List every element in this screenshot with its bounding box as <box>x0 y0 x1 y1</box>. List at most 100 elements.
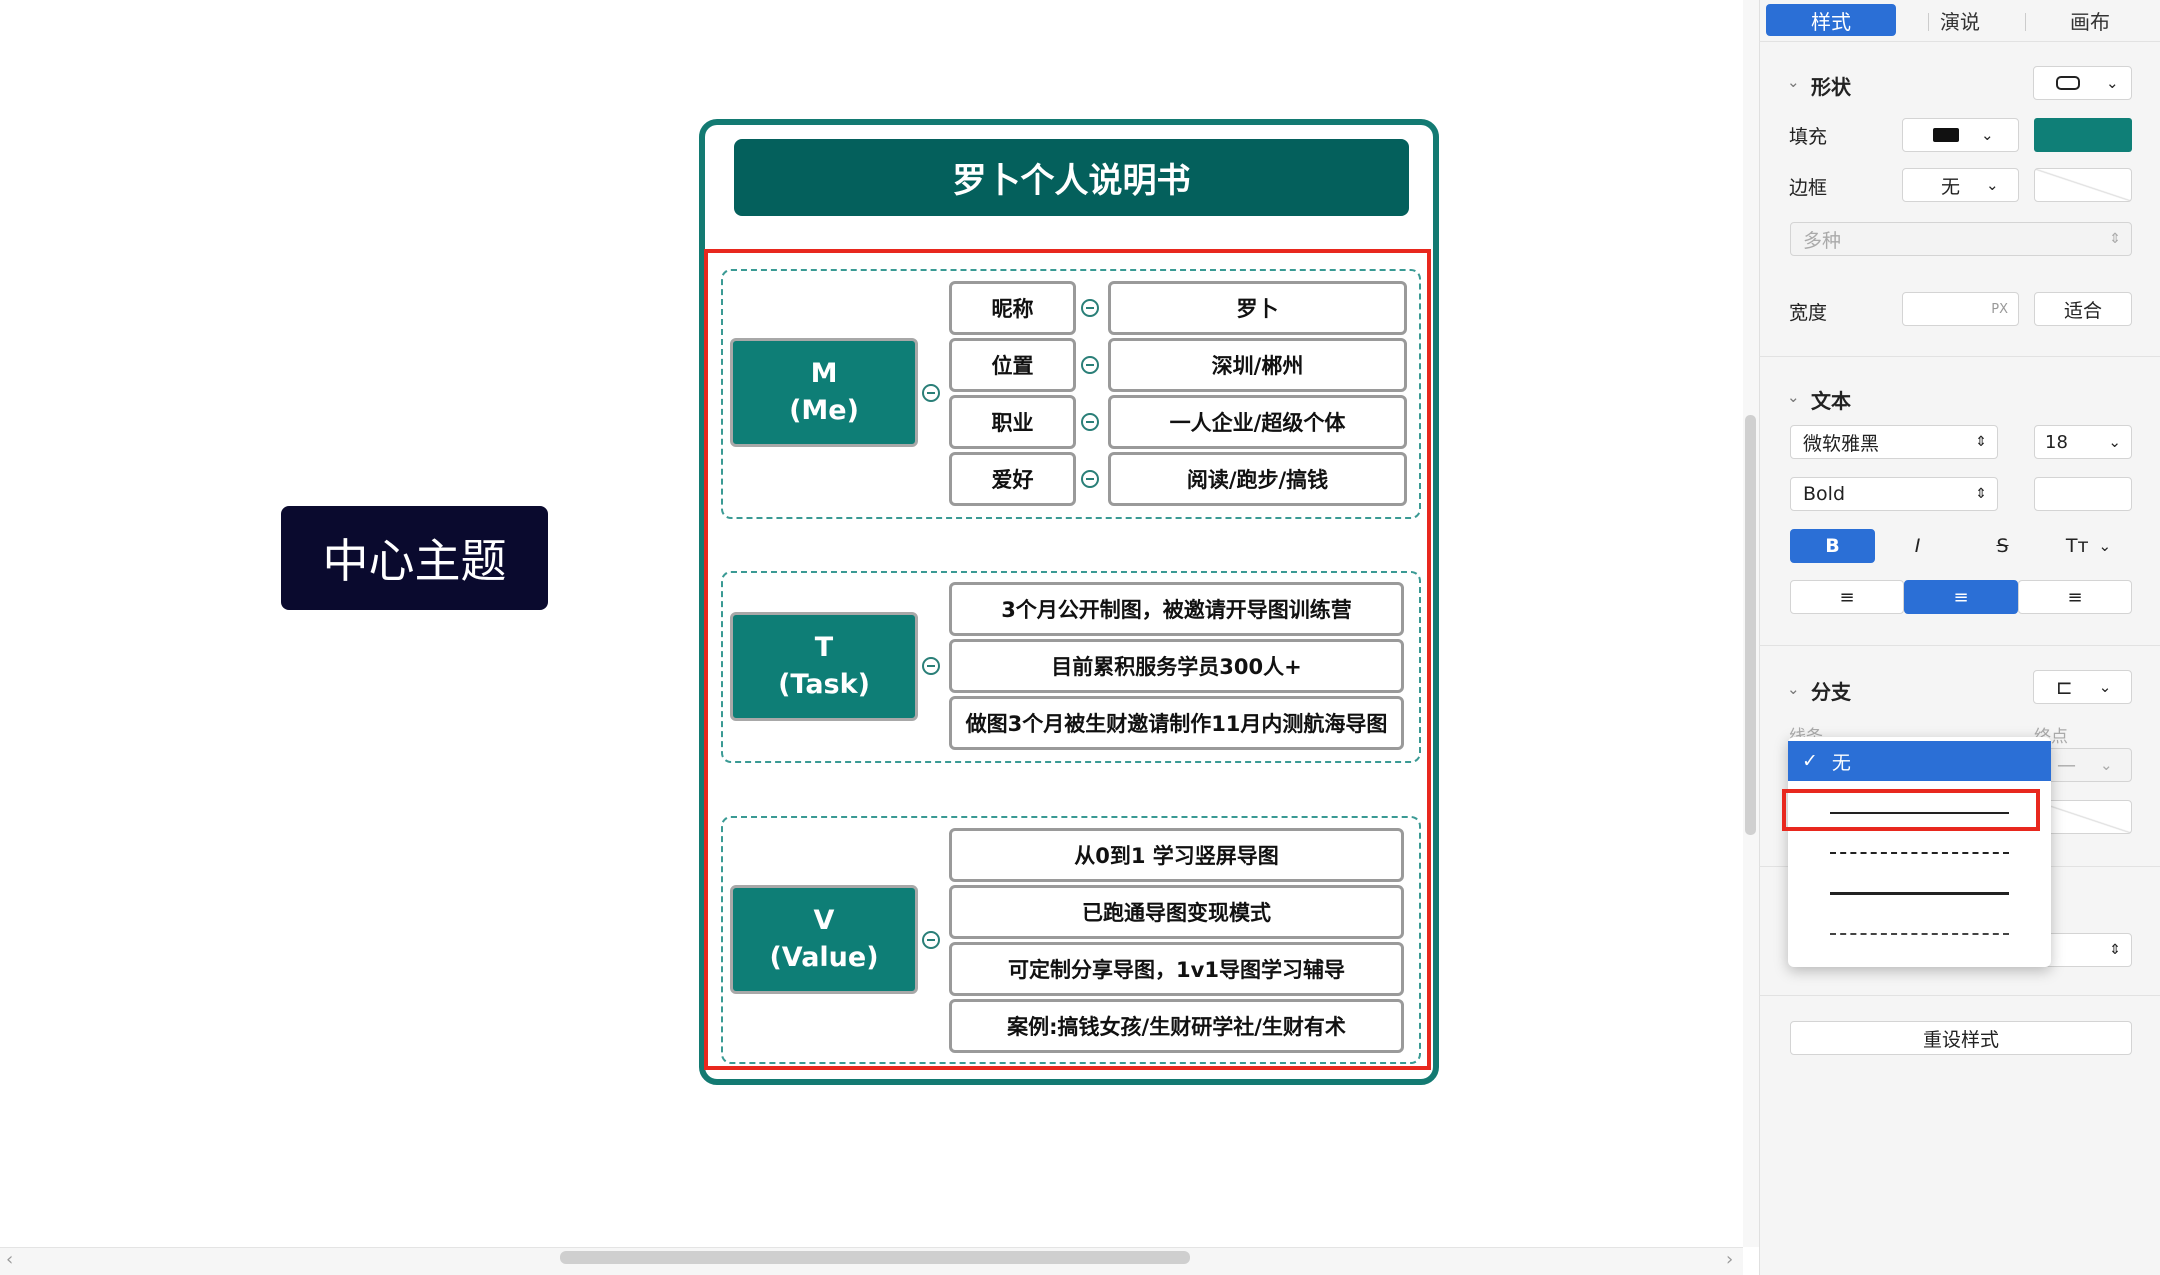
line-option-dashdot[interactable] <box>1788 914 2051 954</box>
section-m-subtitle: (Me) <box>789 394 859 426</box>
collapse-icon[interactable] <box>922 384 940 402</box>
section-m-title: M <box>810 358 838 390</box>
chevron-down-icon: ⌄ <box>2098 678 2112 696</box>
m-label-location[interactable]: 位置 <box>949 338 1076 392</box>
horizontal-scroll-thumb[interactable] <box>560 1251 1190 1264</box>
bold-button[interactable]: B <box>1790 529 1875 563</box>
reset-style-button[interactable]: 重设样式 <box>1790 1021 2132 1055</box>
collapse-icon[interactable] <box>1081 299 1099 317</box>
collapse-branch-icon[interactable]: ⌄ <box>1787 680 1800 698</box>
fit-button-label: 适合 <box>2063 299 2102 322</box>
text-color-swatch[interactable] <box>2034 477 2132 511</box>
solid-line-icon <box>1830 812 2009 814</box>
section-t-node[interactable]: T (Task) <box>730 612 918 721</box>
chevron-down-icon: ⌄ <box>2100 756 2113 774</box>
t-item-2[interactable]: 目前累积服务学员300人+ <box>949 639 1404 693</box>
width-input[interactable]: PX <box>1902 292 2019 326</box>
section-m-node[interactable]: M (Me) <box>730 338 918 447</box>
multi-select[interactable]: 多种 ⇕ <box>1790 222 2132 256</box>
font-family-select[interactable]: 微软雅黑 ⇕ <box>1790 425 1998 459</box>
t-item-3[interactable]: 做图3个月被生财邀请制作11月内测航海导图 <box>949 696 1404 750</box>
m-label-hobby[interactable]: 爱好 <box>949 452 1076 506</box>
updown-icon: ⇕ <box>2109 942 2121 958</box>
m-value-job[interactable]: 一人企业/超级个体 <box>1108 395 1407 449</box>
tab-canvas[interactable]: 画布 <box>2070 9 2110 34</box>
align-center-icon: ≡ <box>1953 586 1969 608</box>
strikethrough-icon: S <box>1996 535 2009 557</box>
border-color-swatch[interactable] <box>2034 168 2132 202</box>
text-case-button[interactable]: Tт ⌄ <box>2045 529 2132 563</box>
line-option-solid[interactable] <box>1788 791 2051 831</box>
shape-heading: 形状 <box>1811 75 1851 99</box>
center-topic[interactable]: 中心主题 <box>281 506 548 610</box>
section-v-node[interactable]: V (Value) <box>730 885 918 994</box>
thick-line-icon <box>1830 892 2009 895</box>
border-label: 边框 <box>1789 177 1828 199</box>
collapse-icon[interactable] <box>922 657 940 675</box>
text-case-icon: Tт <box>2065 535 2089 557</box>
collapse-icon[interactable] <box>1081 356 1099 374</box>
branch-connector-icon: ⊏ <box>2056 675 2073 699</box>
font-size-value: 18 <box>2045 431 2068 453</box>
t-item-1[interactable]: 3个月公开制图，被邀请开导图训练营 <box>949 582 1404 636</box>
m-label-job[interactable]: 职业 <box>949 395 1076 449</box>
v-item-4[interactable]: 案例:搞钱女孩/生财研学社/生财有术 <box>949 999 1404 1053</box>
font-size-select[interactable]: 18 ⌄ <box>2034 425 2132 459</box>
scroll-left-icon[interactable]: ‹ <box>6 1249 14 1270</box>
align-left-button[interactable]: ≡ <box>1790 580 1904 614</box>
scroll-right-icon[interactable]: › <box>1726 1249 1734 1270</box>
branch-style-select[interactable]: ⊏ ⌄ <box>2033 670 2132 704</box>
chevron-down-icon: ⌄ <box>2108 433 2121 451</box>
border-style-value: 无 <box>1941 175 1961 198</box>
v-item-2[interactable]: 已跑通导图变现模式 <box>949 885 1404 939</box>
collapse-shape-icon[interactable]: ⌄ <box>1787 73 1800 91</box>
width-unit: PX <box>1991 301 2008 317</box>
m-label-nickname[interactable]: 昵称 <box>949 281 1076 335</box>
line-option-dashed[interactable] <box>1788 832 2051 872</box>
tab-style[interactable]: 样式 <box>1766 4 1896 36</box>
shape-type-select[interactable]: ⌄ <box>2033 66 2132 100</box>
section-v-group <box>721 816 1421 1064</box>
border-style-select[interactable]: 无 ⌄ <box>1902 168 2019 202</box>
v-item-3[interactable]: 可定制分享导图，1v1导图学习辅导 <box>949 942 1404 996</box>
vertical-scroll-thumb[interactable] <box>1745 415 1756 835</box>
collapse-icon[interactable] <box>1081 413 1099 431</box>
fill-color-swatch[interactable] <box>2034 118 2132 152</box>
m-value-hobby[interactable]: 阅读/跑步/搞钱 <box>1108 452 1407 506</box>
align-center-button[interactable]: ≡ <box>1904 580 2018 614</box>
align-right-button[interactable]: ≡ <box>2018 580 2132 614</box>
font-family-value: 微软雅黑 <box>1803 432 1880 455</box>
tab-presentation[interactable]: 演说 <box>1940 9 1980 34</box>
strikethrough-button[interactable]: S <box>1960 529 2045 563</box>
m-value-nickname[interactable]: 罗卜 <box>1108 281 1407 335</box>
checkmark-icon: ✓ <box>1802 750 1818 772</box>
line-style-dropdown: ✓ 无 <box>1788 737 2051 967</box>
align-left-icon: ≡ <box>1839 586 1855 608</box>
card-title[interactable]: 罗卜个人说明书 <box>734 139 1409 216</box>
chevron-down-icon: ⌄ <box>2098 537 2112 555</box>
branch-heading: 分支 <box>1811 680 1851 704</box>
selection-highlight <box>704 249 1431 1070</box>
fill-label: 填充 <box>1789 126 1828 148</box>
multi-placeholder: 多种 <box>1803 229 1842 252</box>
reset-style-label: 重设样式 <box>1922 1028 1999 1051</box>
option-highlight <box>1782 789 2040 831</box>
chevron-down-icon: ⌄ <box>1986 176 1999 194</box>
font-weight-value: Bold <box>1803 483 1845 505</box>
updown-icon: ⇕ <box>1975 486 1987 502</box>
m-value-location[interactable]: 深圳/郴州 <box>1108 338 1407 392</box>
collapse-text-icon[interactable]: ⌄ <box>1787 388 1800 406</box>
section-m-group <box>721 269 1421 519</box>
fill-style-select[interactable]: ⌄ <box>1902 118 2019 152</box>
chevron-down-icon: ⌄ <box>1981 126 1994 144</box>
mindmap-canvas[interactable]: 中心主题 罗卜个人说明书 M (Me) 昵称 位置 职业 爱好 罗卜 深圳/郴州… <box>0 0 1743 1275</box>
section-v-subtitle: (Value) <box>769 941 879 973</box>
v-item-1[interactable]: 从0到1 学习竖屏导图 <box>949 828 1404 882</box>
collapse-icon[interactable] <box>1081 470 1099 488</box>
fit-button[interactable]: 适合 <box>2034 292 2132 326</box>
line-option-thick[interactable] <box>1788 873 2051 913</box>
line-option-none[interactable]: ✓ 无 <box>1788 741 2051 781</box>
font-weight-select[interactable]: Bold ⇕ <box>1790 477 1998 511</box>
collapse-icon[interactable] <box>922 931 940 949</box>
italic-button[interactable]: I <box>1875 529 1960 563</box>
